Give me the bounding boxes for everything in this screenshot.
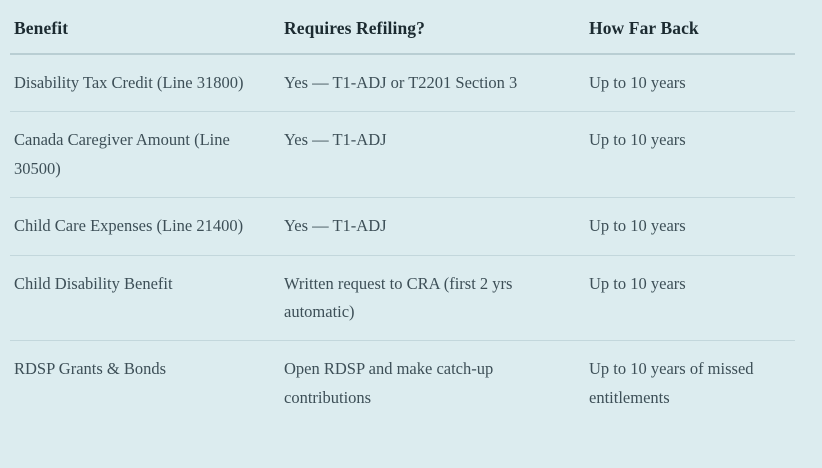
table-row: Child Disability Benefit Written request… [10,255,795,342]
cell-benefit: Canada Caregiver Amount (Line 30500) [10,111,280,199]
cell-requires-refiling: Yes — T1-ADJ [280,111,585,199]
cell-how-far-back: Up to 10 years [585,54,795,113]
cell-requires-refiling: Yes — T1-ADJ [280,197,585,256]
column-header-how-far-back: How Far Back [585,0,795,55]
table-body: Disability Tax Credit (Line 31800) Yes —… [10,54,795,426]
cell-benefit: Child Disability Benefit [10,255,280,342]
cell-requires-refiling: Yes — T1-ADJ or T2201 Section 3 [280,54,585,113]
cell-requires-refiling: Written request to CRA (first 2 yrs auto… [280,255,585,342]
cell-how-far-back: Up to 10 years [585,111,795,199]
table-row: Child Care Expenses (Line 21400) Yes — T… [10,197,795,256]
cell-how-far-back: Up to 10 years [585,197,795,256]
cell-requires-refiling: Open RDSP and make catch-up contribution… [284,359,494,407]
table-row: RDSP Grants & Bonds Open RDSP and make c… [10,341,795,426]
cell-how-far-back: Up to 10 years [585,255,795,342]
cell-benefit: Child Care Expenses (Line 21400) [10,197,280,256]
cell-benefit: Disability Tax Credit (Line 31800) [10,54,280,113]
cell-benefit: RDSP Grants & Bonds [14,359,167,379]
table-row: Disability Tax Credit (Line 31800) Yes —… [10,54,795,113]
cell-how-far-back: Up to 10 years of missed entitlements [589,359,754,407]
benefits-table: Benefit Requires Refiling? How Far Back … [10,0,795,426]
table-row: Canada Caregiver Amount (Line 30500) Yes… [10,111,795,199]
column-header-benefit: Benefit [10,0,280,55]
column-header-requires-refiling: Requires Refiling? [280,0,585,55]
table-header-row: Benefit Requires Refiling? How Far Back [10,0,795,55]
table-header: Benefit Requires Refiling? How Far Back [10,0,795,55]
